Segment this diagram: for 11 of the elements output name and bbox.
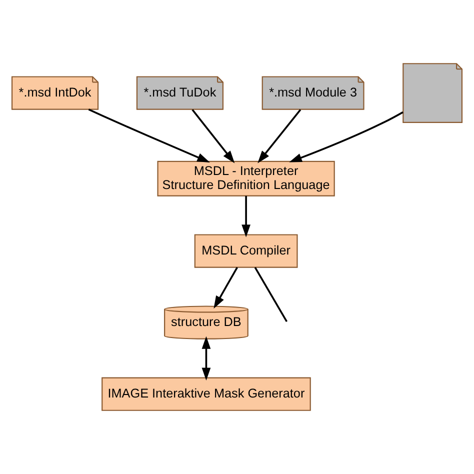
arrow (242, 196, 250, 238)
node-box: IMAGE Interaktive Mask Generator (102, 377, 311, 411)
arrow (202, 336, 211, 380)
arrow (214, 266, 238, 309)
arrow (192, 109, 235, 164)
arrow (289, 111, 404, 162)
node-box: MSDL Compiler (194, 234, 298, 268)
connector (254, 266, 288, 322)
arrow (258, 109, 302, 164)
arrow (88, 108, 210, 162)
node-box: MSDL - Interpreter Structure Definition Language (157, 160, 335, 196)
